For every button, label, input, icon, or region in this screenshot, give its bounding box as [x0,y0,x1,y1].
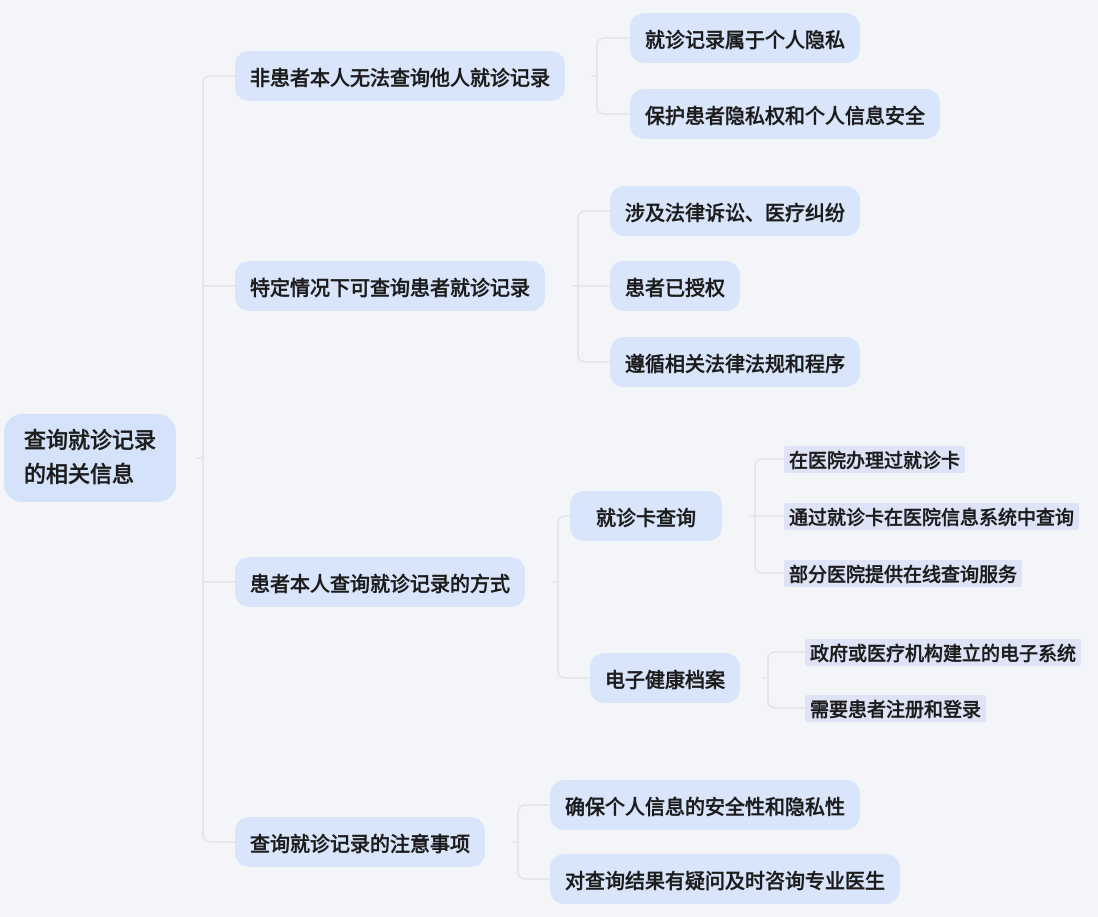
node-branch-special-cases[interactable]: 特定情况下可查询患者就诊记录 [235,261,545,311]
node-follow-laws-procedures[interactable]: 遵循相关法律法规和程序 [610,337,860,387]
connector-branch4-children [512,804,551,880]
connector-branch1-children [591,37,631,115]
node-records-personal-privacy[interactable]: 就诊记录属于个人隐私 [630,13,860,63]
node-card-query[interactable]: 就诊卡查询 [570,491,722,541]
connector-ehealth-children [762,651,806,709]
leaf-card-issued-at-hospital[interactable]: 在医院办理过就诊卡 [784,446,966,473]
node-litigation-disputes[interactable]: 涉及法律诉讼、医疗纠纷 [610,186,860,236]
connector-root-trunk [196,75,236,843]
node-consult-doctor-if-doubt[interactable]: 对查询结果有疑问及时咨询专业医生 [550,854,900,904]
node-patient-authorized[interactable]: 患者已授权 [610,261,740,311]
node-ehealth-record[interactable]: 电子健康档案 [590,653,740,703]
node-protect-privacy-info[interactable]: 保护患者隐私权和个人信息安全 [630,89,940,139]
connector-branch2-children [572,210,611,363]
leaf-register-and-login[interactable]: 需要患者注册和登录 [805,695,987,722]
node-branch-self-query-methods[interactable]: 患者本人查询就诊记录的方式 [235,557,525,607]
leaf-online-query-service[interactable]: 部分医院提供在线查询服务 [784,560,1023,587]
node-ensure-security-privacy[interactable]: 确保个人信息的安全性和隐私性 [550,780,860,830]
connector-card-query-children [749,458,785,574]
node-root[interactable]: 查询就诊记录 的相关信息 [4,414,177,502]
leaf-gov-medical-esystem[interactable]: 政府或医疗机构建立的电子系统 [805,639,1082,666]
node-branch-no-access-others[interactable]: 非患者本人无法查询他人就诊记录 [235,51,565,101]
node-branch-precautions[interactable]: 查询就诊记录的注意事项 [235,817,485,867]
leaf-query-via-card-his[interactable]: 通过就诊卡在医院信息系统中查询 [784,503,1080,530]
